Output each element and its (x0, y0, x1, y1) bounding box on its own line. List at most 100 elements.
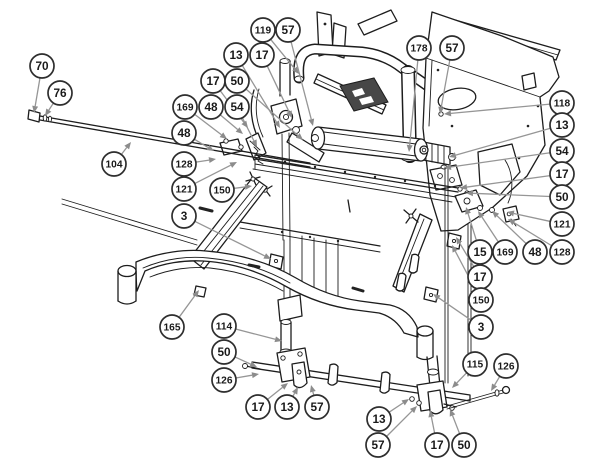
leader-line (456, 372, 468, 384)
callout-balloon-50-7: 50 (224, 68, 250, 94)
leader-arrow (507, 210, 515, 217)
balloon-number: 165 (164, 323, 181, 334)
balloon-circle (492, 239, 518, 265)
balloon-circle (250, 17, 276, 43)
balloon-circle (172, 94, 198, 120)
balloon-circle (365, 432, 391, 458)
balloon-number: 57 (371, 438, 385, 452)
clevis-pin (242, 363, 248, 369)
callout-balloon-17-6: 17 (200, 68, 226, 94)
leader-line (48, 102, 54, 111)
callout-balloon-165-34: 165 (159, 314, 185, 340)
leader-line (194, 164, 232, 185)
callout-balloon-17-22: 17 (549, 161, 575, 187)
leader-line (194, 113, 222, 136)
balloon-number: 121 (554, 220, 571, 231)
leader-line (290, 41, 312, 120)
balloon-circle (522, 239, 548, 265)
leader-arrow (251, 372, 259, 379)
leader-line (245, 88, 299, 136)
leader-arrow (251, 139, 257, 147)
callout-balloon-57-42: 57 (365, 432, 391, 458)
callout-balloon-17-38: 17 (245, 394, 271, 420)
callout-balloon-48-27: 48 (522, 239, 548, 265)
callout-balloon-13-39: 13 (274, 394, 300, 420)
leader-line (195, 159, 210, 163)
caster-sleeve-right (416, 325, 434, 337)
callout-balloon-121-24: 121 (549, 211, 575, 237)
balloon-number: 76 (53, 86, 67, 100)
balloon-circle (275, 17, 301, 43)
leader-line (440, 59, 451, 108)
balloon-number: 126 (216, 376, 233, 387)
leader-arrow (229, 162, 237, 168)
hook-plate (291, 361, 308, 389)
balloon-circle (198, 94, 224, 120)
leader-line (219, 114, 239, 130)
leader-arrow (478, 211, 485, 219)
balloon-circle (29, 53, 55, 79)
callout-balloon-57-40: 57 (304, 394, 330, 420)
callout-balloon-128-28: 128 (549, 239, 575, 265)
leader-arrow (241, 120, 248, 128)
leader-line (34, 77, 41, 107)
balloon-number: 70 (35, 59, 49, 73)
callout-balloon-119-10: 119 (250, 17, 276, 43)
leader-arrow (438, 106, 445, 114)
balloon-number: 115 (467, 360, 484, 371)
balloon-number: 17 (473, 270, 487, 284)
leader-line (235, 374, 253, 379)
balloon-number: 150 (473, 296, 490, 307)
callout-balloon-13-8: 13 (223, 42, 249, 68)
leader-line (270, 38, 296, 69)
callout-balloon-128-13: 128 (171, 151, 197, 177)
leader-arrow (401, 399, 409, 406)
balloon-circle (424, 432, 450, 458)
balloon-circle (406, 35, 432, 61)
leader-arrow (274, 336, 282, 343)
leader-arrow (292, 66, 299, 74)
balloon-circle (211, 313, 237, 339)
balloon-circle (451, 432, 477, 458)
balloon-number: 54 (555, 144, 569, 158)
balloon-circle (493, 353, 519, 379)
balloon-circle (549, 211, 575, 237)
balloon-circle (209, 177, 235, 203)
balloon-number: 118 (554, 99, 571, 110)
callout-balloon-50-23: 50 (549, 184, 575, 210)
callout-balloon-150-15: 150 (209, 177, 235, 203)
callout-balloon-54-21: 54 (549, 138, 575, 164)
balloon-number: 17 (255, 48, 269, 62)
balloon-circle (171, 151, 197, 177)
balloon-number: 169 (497, 248, 514, 259)
leader-arrow (406, 144, 413, 152)
callout-balloon-13-41: 13 (366, 406, 392, 432)
callout-balloon-169-3: 169 (172, 94, 198, 120)
leader-arrow (449, 409, 456, 417)
folded-plate (339, 77, 389, 112)
balloon-circle (223, 42, 249, 68)
callout-balloon-104-2: 104 (101, 151, 127, 177)
balloon-number: 3 (478, 320, 485, 334)
callout-balloon-50-44: 50 (451, 432, 477, 458)
balloon-number: 13 (229, 48, 243, 62)
leader-line (235, 328, 276, 340)
balloon-number: 126 (498, 362, 515, 373)
leader-arrow (192, 290, 199, 298)
balloon-number: 50 (555, 190, 569, 204)
balloon-number: 50 (230, 74, 244, 88)
leader-line (472, 192, 551, 198)
balloon-circle (47, 80, 73, 106)
balloon-number: 57 (310, 400, 324, 414)
leader-arrow (465, 207, 471, 215)
leader-line (450, 152, 551, 168)
balloon-circle (211, 339, 237, 365)
balloon-number: 104 (106, 160, 123, 171)
leader-arrow (460, 184, 468, 191)
callout-balloon-48-12: 48 (171, 120, 197, 146)
leader-arrow (308, 118, 315, 126)
deck-rail (239, 221, 381, 247)
balloon-circle (171, 203, 197, 229)
leader-arrow (291, 387, 298, 395)
leader-arrow (452, 380, 460, 388)
